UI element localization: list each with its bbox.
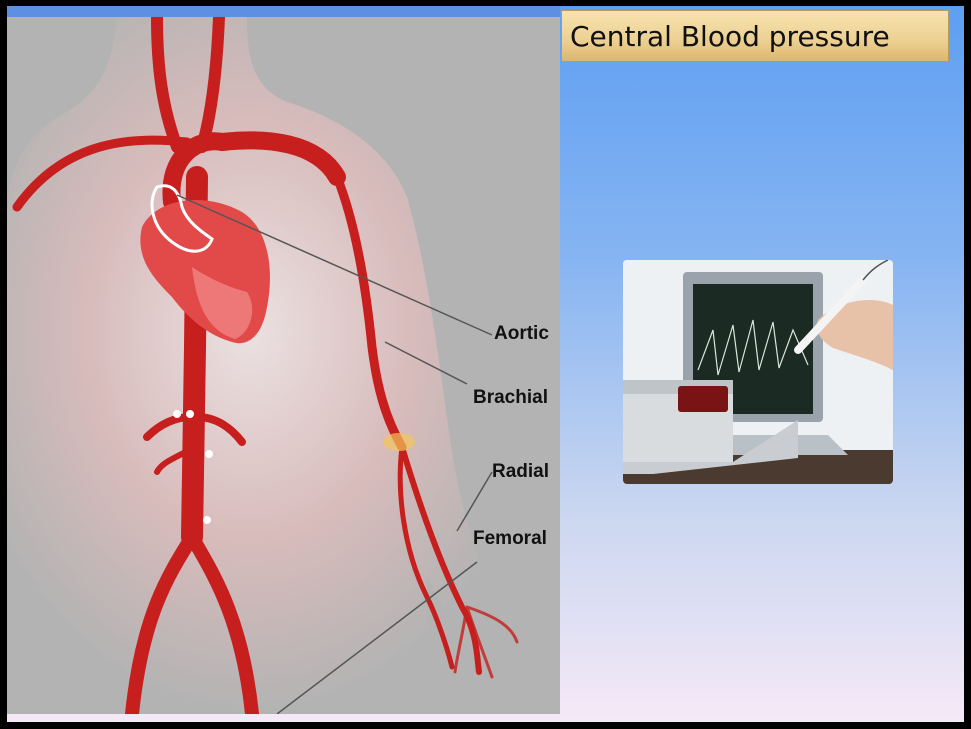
label-aortic: Aortic [494,323,549,345]
arterial-system-diagram [7,17,560,714]
slide-title: Central Blood pressure [570,20,890,53]
photo-illustration [623,260,893,484]
anatomy-figure [7,17,560,714]
slide: Aortic Brachial Radial Femoral Central B… [7,6,964,722]
label-radial: Radial [492,461,549,483]
top-strip [7,6,560,17]
label-femoral: Femoral [473,528,547,550]
device-photo [623,260,893,484]
elbow-highlight [383,433,415,451]
title-banner: Central Blood pressure [561,10,949,62]
label-brachial: Brachial [473,387,548,409]
